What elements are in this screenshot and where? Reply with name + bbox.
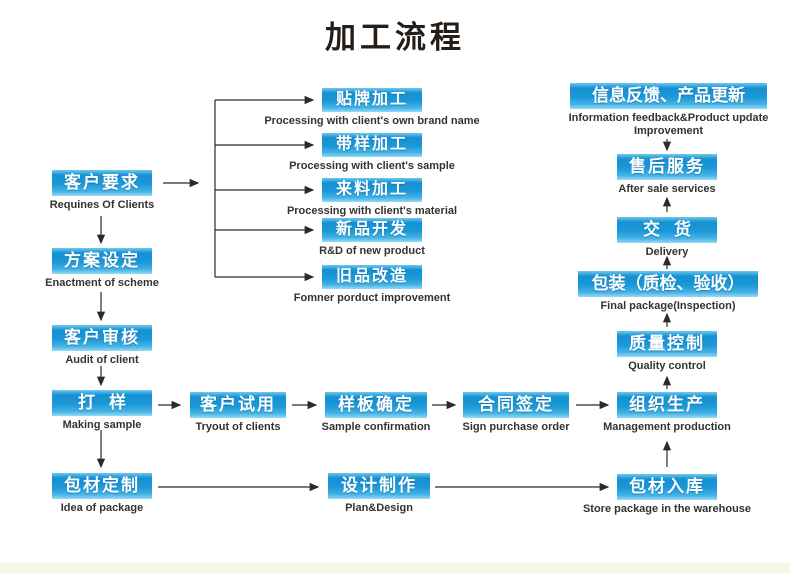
- node-caption: Processing with client's own brand name: [264, 115, 480, 127]
- flow-node-client-tryout: 客户试用 Tryout of clients: [190, 392, 286, 434]
- node-label: 新品开发: [322, 218, 422, 242]
- node-label: 方案设定: [52, 248, 152, 274]
- node-caption: Sample confirmation: [321, 421, 431, 433]
- node-label: 旧品改造: [322, 265, 422, 289]
- node-caption: Delivery: [645, 246, 689, 258]
- flow-node-customer-requirements: 客户要求 Requines Of Clients: [49, 170, 155, 212]
- flow-node-scheme-enactment: 方案设定 Enactment of scheme: [45, 248, 159, 290]
- node-caption: Sign purchase order: [462, 421, 570, 433]
- node-label: 客户试用: [190, 392, 286, 418]
- flow-node-package-customization: 包材定制 Idea of package: [52, 473, 152, 515]
- flow-node-sampling: 打样 Making sample: [52, 390, 152, 432]
- flow-node-feedback-update: 信息反馈、产品更新 Information feedback&Product u…: [568, 83, 769, 138]
- node-caption: Enactment of scheme: [45, 277, 159, 289]
- flow-node-sample-processing: 带样加工 Processing with client's sample: [289, 133, 455, 173]
- node-label: 客户要求: [52, 170, 152, 196]
- flow-node-design-production: 设计制作 Plan&Design: [328, 473, 430, 515]
- node-label: 带样加工: [322, 133, 422, 157]
- flow-node-old-product-improvement: 旧品改造 Fomner porduct improvement: [294, 265, 450, 305]
- node-caption: Making sample: [62, 419, 142, 431]
- node-caption: Requines Of Clients: [49, 199, 155, 211]
- node-caption: After sale services: [618, 183, 716, 195]
- node-label: 来料加工: [322, 178, 422, 202]
- flow-node-quality-control: 质量控制 Quality control: [617, 331, 717, 373]
- node-label: 样板确定: [325, 392, 427, 418]
- flow-node-client-audit: 客户审核 Audit of client: [52, 325, 152, 367]
- node-label: 交货: [617, 217, 717, 243]
- node-label: 贴牌加工: [322, 88, 422, 112]
- flow-node-after-sale-service: 售后服务 After sale services: [617, 154, 717, 196]
- flow-node-final-packaging: 包装（质检、验收） Final package(Inspection): [578, 271, 758, 313]
- node-caption: Store package in the warehouse: [582, 503, 752, 515]
- node-label: 包材定制: [52, 473, 152, 499]
- flow-node-delivery: 交货 Delivery: [617, 217, 717, 259]
- node-label: 信息反馈、产品更新: [570, 83, 767, 109]
- flow-node-package-warehousing: 包材入库 Store package in the warehouse: [583, 474, 751, 516]
- node-caption-line2: Improvement: [633, 125, 704, 137]
- node-label: 包材入库: [617, 474, 717, 500]
- flow-node-oem-processing: 贴牌加工 Processing with client's own brand …: [264, 88, 480, 128]
- node-label: 售后服务: [617, 154, 717, 180]
- node-caption: Processing with client's sample: [289, 160, 455, 172]
- node-caption: Fomner porduct improvement: [293, 292, 451, 304]
- node-caption: Idea of package: [60, 502, 144, 514]
- node-label: 设计制作: [328, 473, 430, 499]
- node-caption: Tryout of clients: [195, 421, 281, 433]
- arrow-lines: [96, 95, 672, 492]
- flow-node-contract-signing: 合同签定 Sign purchase order: [463, 392, 569, 434]
- page-title: 加工流程: [325, 20, 465, 55]
- node-caption: Processing with client's material: [286, 205, 458, 217]
- footer-bar: [0, 563, 790, 573]
- node-caption: R&D of new product: [319, 245, 425, 257]
- node-caption: Management production: [603, 421, 731, 433]
- node-label: 质量控制: [617, 331, 717, 357]
- node-caption: Final package(Inspection): [600, 300, 736, 312]
- node-caption: Information feedback&Product update: [568, 112, 769, 124]
- node-caption: Plan&Design: [345, 502, 413, 514]
- node-label: 组织生产: [617, 392, 717, 418]
- node-caption: Quality control: [628, 360, 706, 372]
- flow-node-material-processing: 来料加工 Processing with client's material: [287, 178, 457, 218]
- flow-node-sample-confirmation: 样板确定 Sample confirmation: [322, 392, 430, 434]
- node-label: 打样: [52, 390, 152, 416]
- flow-node-new-product-development: 新品开发 R&D of new product: [319, 218, 425, 258]
- node-label: 合同签定: [463, 392, 569, 418]
- node-caption: Audit of client: [65, 354, 139, 366]
- node-label: 客户审核: [52, 325, 152, 351]
- node-label: 包装（质检、验收）: [578, 271, 758, 297]
- flow-node-production-management: 组织生产 Management production: [603, 392, 731, 434]
